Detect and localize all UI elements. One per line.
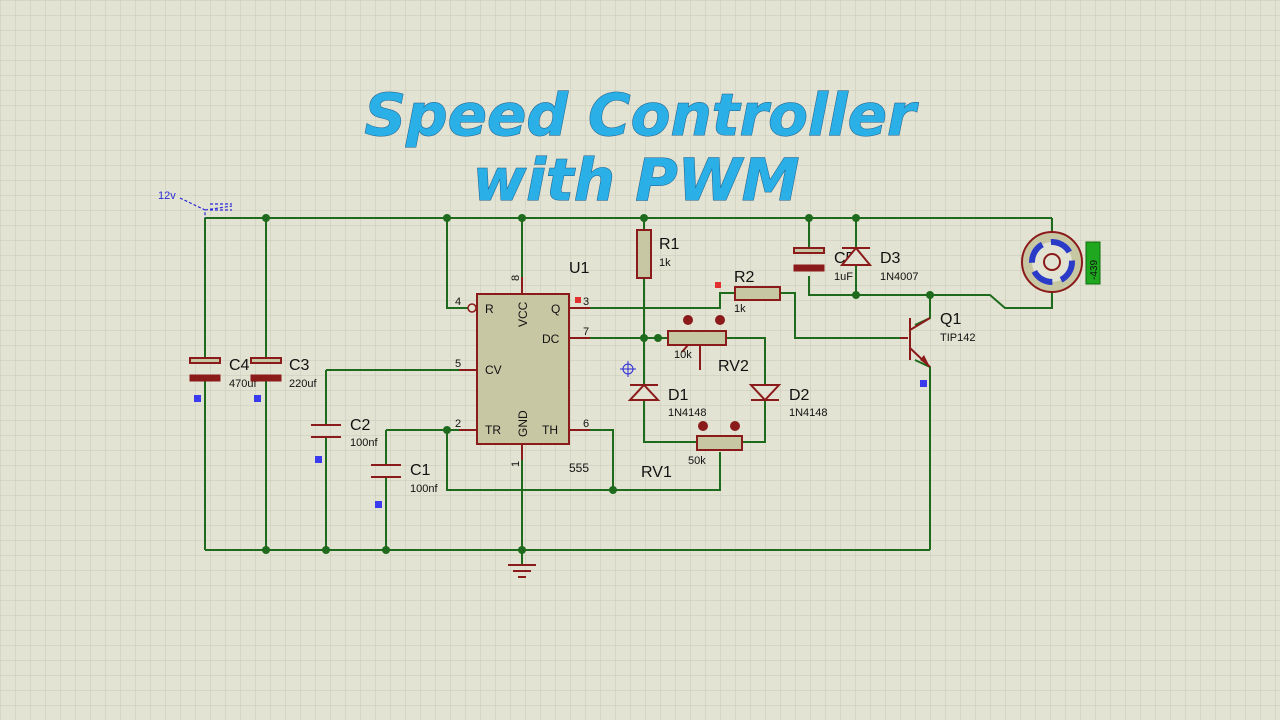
supply-label: 12v xyxy=(158,190,176,202)
pin-number-7: 7 xyxy=(583,326,589,338)
potentiometer-rv2[interactable]: 10k RV2 xyxy=(667,315,749,375)
resistor-r2[interactable]: R2 1k xyxy=(715,269,781,315)
pin-label-cv: CV xyxy=(485,363,502,377)
motor-rpm-readout: -439 xyxy=(1089,260,1100,280)
power-terminal[interactable]: 12v xyxy=(158,190,233,218)
diode-d2[interactable]: D2 1N4148 xyxy=(748,384,828,419)
pin-number-6: 6 xyxy=(583,418,589,430)
rv2-ref: RV2 xyxy=(718,358,749,375)
rv2-decrease-button[interactable] xyxy=(683,315,693,325)
pin-label-tr: TR xyxy=(485,423,501,437)
transistor-q1[interactable]: Q1 TIP142 xyxy=(900,311,975,368)
rv1-increase-button[interactable] xyxy=(730,421,740,431)
c4-value: 470uf xyxy=(229,378,257,390)
capacitor-c1[interactable]: C1 100nf xyxy=(371,462,438,495)
q1-value: TIP142 xyxy=(940,332,975,344)
pin-label-gnd: GND xyxy=(516,410,530,437)
logic-probe-icon xyxy=(715,282,721,288)
ground-symbol xyxy=(508,564,536,578)
c1-ref: C1 xyxy=(410,462,431,479)
pin-number-1: 1 xyxy=(510,461,522,467)
pin-number-3: 3 xyxy=(583,296,589,308)
r2-value: 1k xyxy=(734,303,746,315)
c2-value: 100nf xyxy=(350,437,378,449)
pin-number-8: 8 xyxy=(510,275,522,281)
pin-label-r: R xyxy=(485,302,494,316)
ic-555[interactable]: R CV TR Q DC TH VCC GND 4 8 3 7 5 2 6 1 … xyxy=(455,260,590,475)
capacitor-c4[interactable]: C4 470uf xyxy=(189,357,257,390)
title-line-2: with PWM xyxy=(473,146,800,214)
diode-d3[interactable]: D3 1N4007 xyxy=(839,246,919,283)
logic-state-icon xyxy=(575,297,581,303)
pin-number-2: 2 xyxy=(455,418,461,430)
voltage-probes xyxy=(194,380,927,508)
resistor-r1[interactable]: R1 1k xyxy=(636,229,680,279)
d3-value: 1N4007 xyxy=(880,271,919,283)
capacitor-c5[interactable]: C5 1uF xyxy=(793,247,855,283)
pin-label-th: TH xyxy=(542,423,558,437)
ic-ref: U1 xyxy=(569,260,590,277)
r1-value: 1k xyxy=(659,257,671,269)
pin-label-vcc: VCC xyxy=(516,301,530,327)
rv2-increase-button[interactable] xyxy=(715,315,725,325)
r1-ref: R1 xyxy=(659,236,680,253)
junctions xyxy=(262,214,934,554)
capacitor-c2[interactable]: C2 100nf xyxy=(311,417,378,449)
rv1-value: 50k xyxy=(688,455,706,467)
rv1-decrease-button[interactable] xyxy=(698,421,708,431)
pin-number-4: 4 xyxy=(455,296,461,308)
d3-ref: D3 xyxy=(880,250,901,267)
d1-value: 1N4148 xyxy=(668,407,707,419)
dc-motor[interactable]: -439 xyxy=(1021,231,1101,293)
ic-part: 555 xyxy=(569,461,589,475)
title-line-1: Speed Controller xyxy=(364,81,919,149)
q1-ref: Q1 xyxy=(940,311,961,328)
c4-ref: C4 xyxy=(229,357,250,374)
pin-number-5: 5 xyxy=(455,358,461,370)
d2-value: 1N4148 xyxy=(789,407,828,419)
crosshair-cursor-icon xyxy=(620,361,636,377)
c2-ref: C2 xyxy=(350,417,371,434)
c3-value: 220uf xyxy=(289,378,317,390)
pin-label-q: Q xyxy=(551,302,560,316)
d2-ref: D2 xyxy=(789,387,810,404)
c1-value: 100nf xyxy=(410,483,438,495)
c5-value: 1uF xyxy=(834,271,853,283)
diode-d1[interactable]: D1 1N4148 xyxy=(627,383,707,419)
c3-ref: C3 xyxy=(289,357,310,374)
rv2-value: 10k xyxy=(674,349,692,361)
pin-label-dc: DC xyxy=(542,332,560,346)
rv1-ref: RV1 xyxy=(641,464,672,481)
d1-ref: D1 xyxy=(668,387,689,404)
potentiometer-rv1[interactable]: 50k RV1 xyxy=(641,421,743,481)
capacitor-c3[interactable]: C3 220uf xyxy=(250,357,317,390)
r2-ref: R2 xyxy=(734,269,755,286)
